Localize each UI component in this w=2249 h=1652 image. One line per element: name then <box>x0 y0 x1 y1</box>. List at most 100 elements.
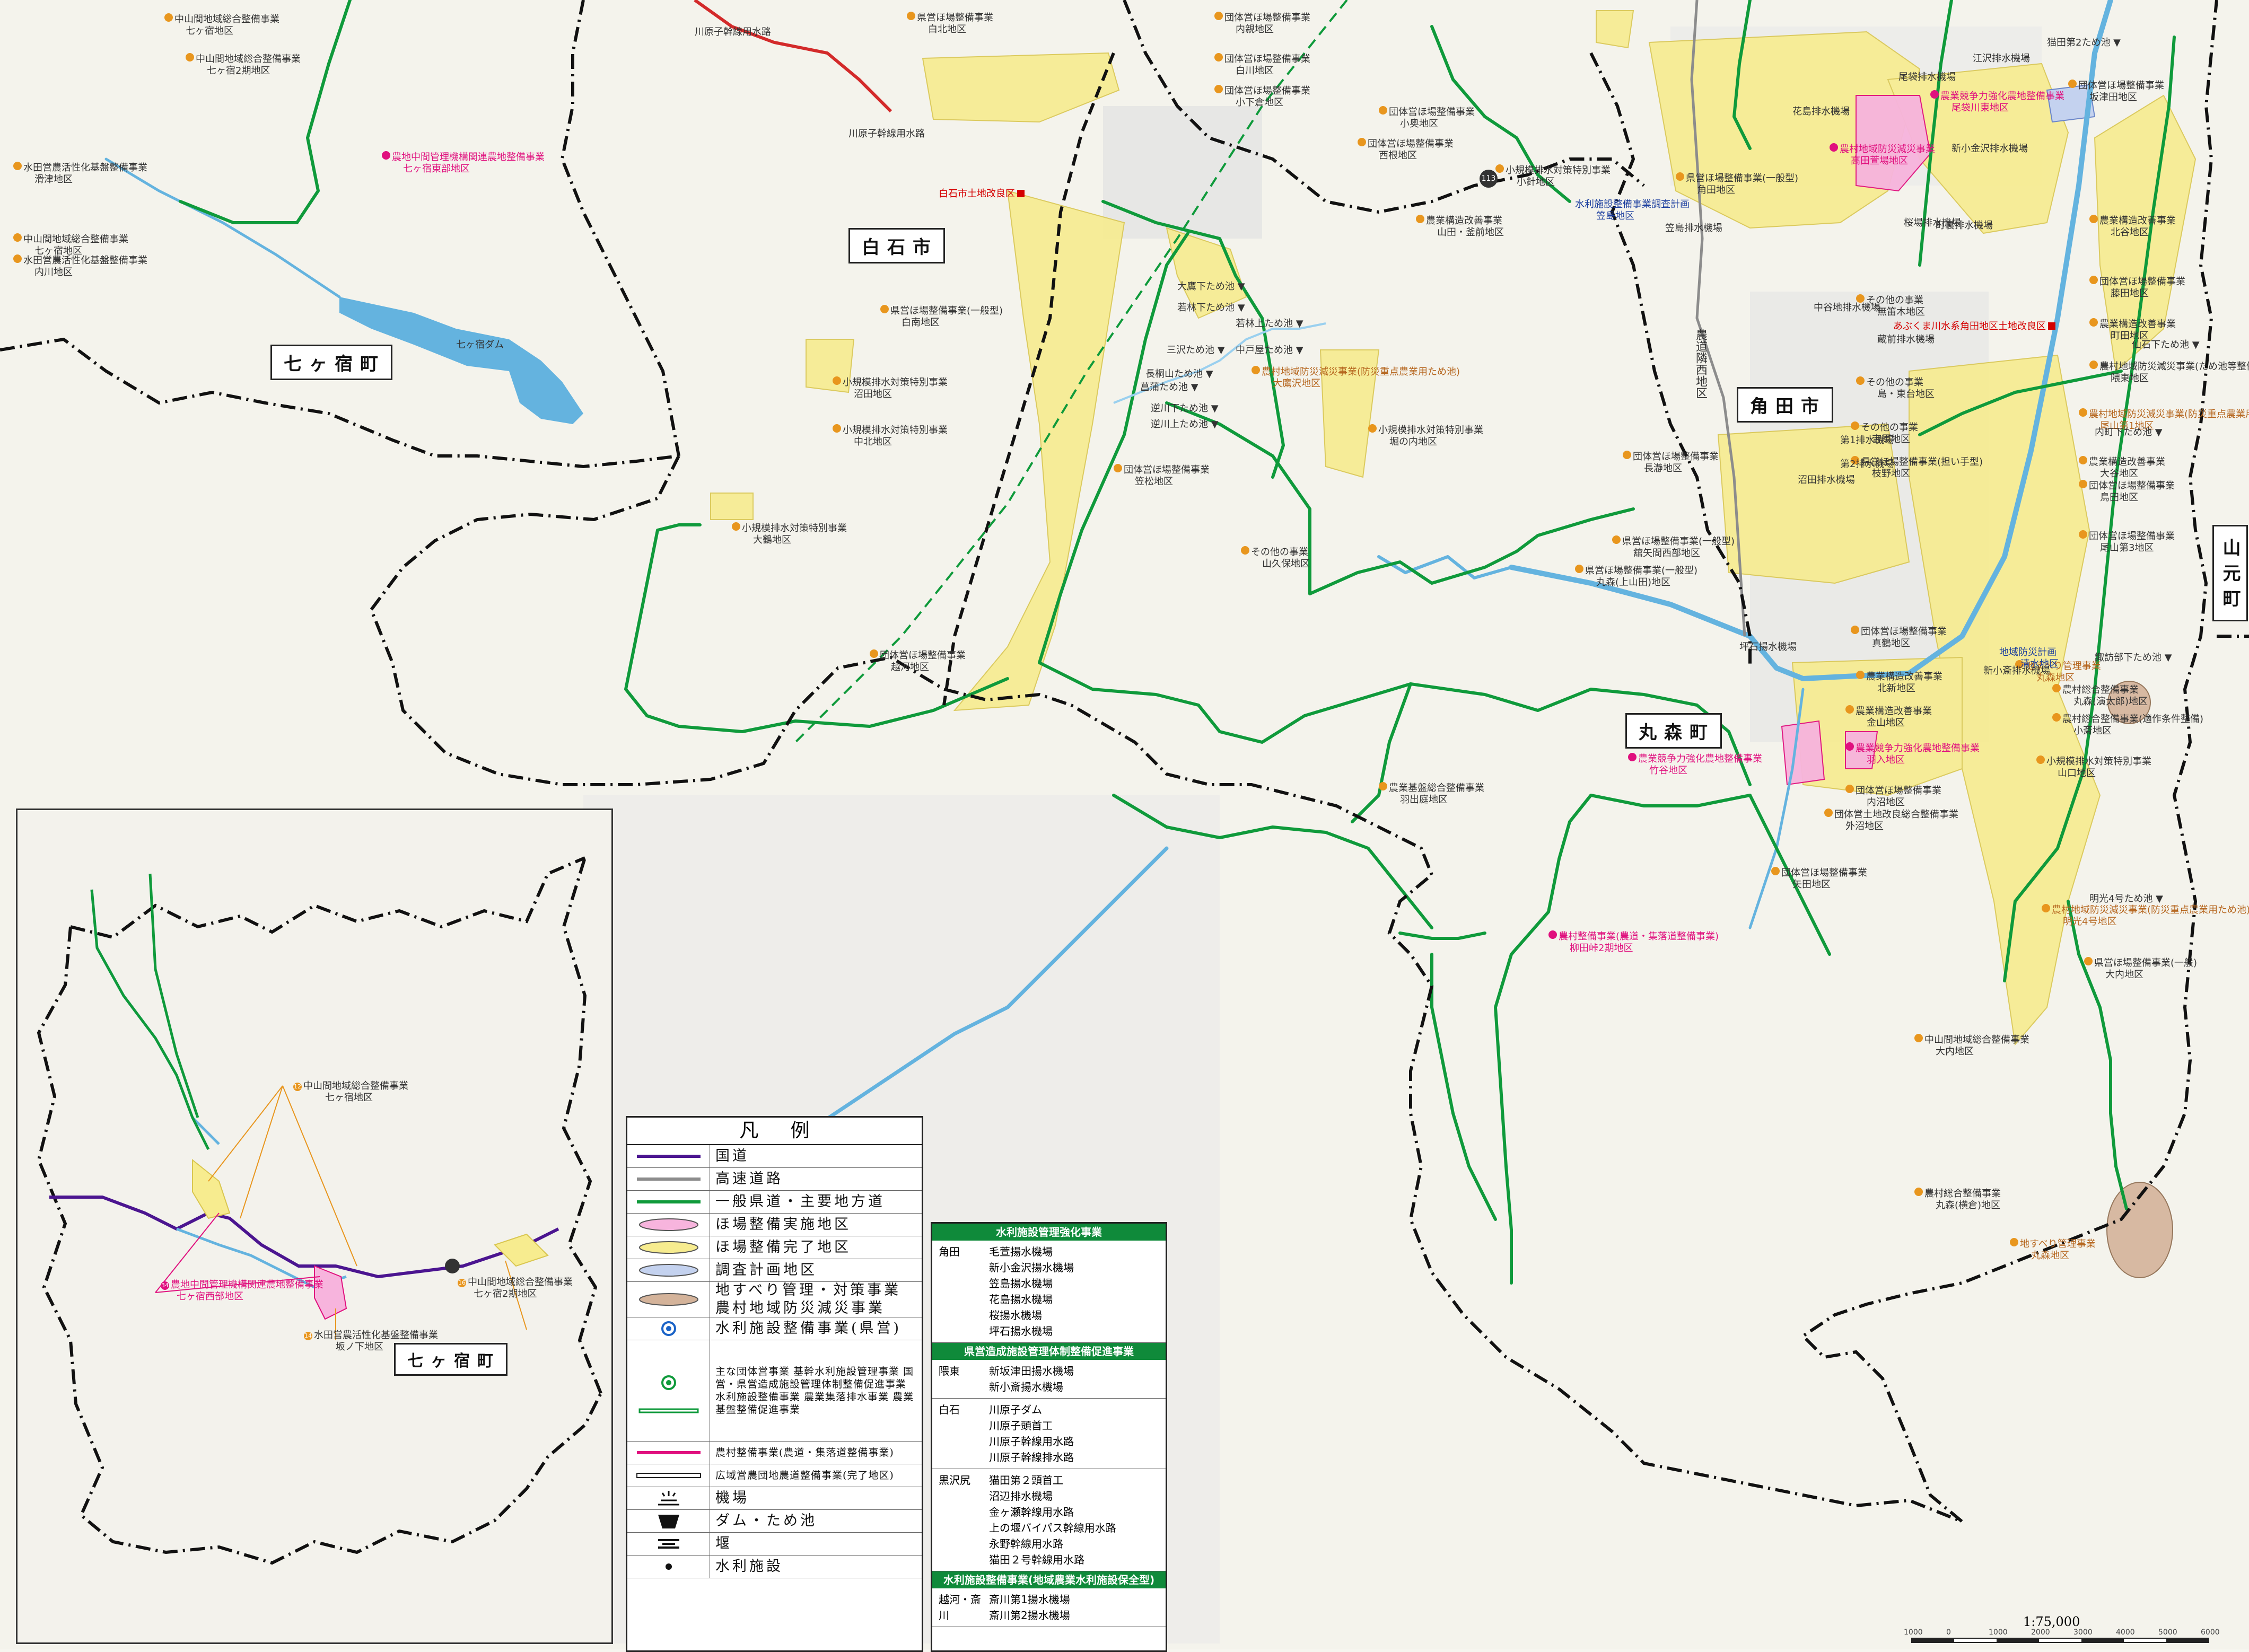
project-number-badge <box>2010 1238 2018 1246</box>
legend-label: 主な団体営事業 基幹水利施設管理事業 国営・県営造成施設管理体制整備促進事業 水… <box>715 1366 914 1416</box>
project-title: 農業基盤総合整備事業 <box>1389 783 1484 794</box>
project-label: 小規模排水対策特別事業沼田地区 <box>833 376 948 400</box>
facility-item: 坪石揚水機場 <box>989 1325 1053 1338</box>
pump-station-label: 坪石揚水機場 <box>1739 642 1797 653</box>
project-number-badge <box>1628 753 1637 761</box>
legend-symbol <box>627 1145 710 1167</box>
facility-item: 川原子頭首工 <box>989 1419 1053 1432</box>
legend-row: ほ場整備完了地区 <box>627 1236 922 1259</box>
facility-item: 笠島揚水機場 <box>989 1277 1053 1290</box>
scale-tick-label: 4000 <box>2116 1628 2135 1637</box>
project-number-badge <box>13 254 22 263</box>
project-number-badge <box>2052 713 2061 722</box>
project-area: 清水地区 <box>2020 658 2059 670</box>
project-title: 小規模排水対策特別事業 <box>742 523 847 534</box>
project-label: あぶくま川水系角田地区土地改良区 <box>1893 321 2055 332</box>
project-label: 団体営ほ場整備事業尾山第3地区 <box>2079 530 2175 554</box>
project-label: 農業競争力強化農地整備事業羽入地区 <box>1845 742 1980 766</box>
pump-station-label: 中谷地排水機場 <box>1814 302 1880 313</box>
project-label: 中山間地域総合整備事業七ヶ宿2期地区 <box>186 53 301 77</box>
facility-group: 越河・斎川斎川第1揚水機場斎川第2揚水機場 <box>932 1588 1166 1627</box>
project-title: 農業構造改善事業 <box>2099 319 2176 330</box>
project-title: 農業競争力強化農地整備事業 <box>1856 743 1980 754</box>
project-number-badge <box>1856 294 1865 303</box>
project-area: 大内地区 <box>1936 1046 1974 1057</box>
pump-station-label: 桜場排水機場 <box>1904 217 1961 229</box>
project-area: 丸森地区 <box>2031 1250 2069 1261</box>
project-area: 鳥田地区 <box>2100 492 2138 503</box>
railway <box>942 52 1115 706</box>
project-number-badge <box>2042 904 2050 912</box>
project-number-badge <box>2089 276 2098 284</box>
project-number-badge <box>1379 782 1387 790</box>
scale-tick-label: 3000 <box>2073 1628 2093 1637</box>
project-number-badge <box>833 424 841 433</box>
project-title: 団体営ほ場整備事業 <box>2078 80 2164 91</box>
project-title: 団体営ほ場整備事業 <box>2089 480 2175 491</box>
project-area: 丸森(演太郎)地区 <box>2073 696 2148 707</box>
legend-symbol <box>627 1487 710 1509</box>
project-title: 農村地域防災減災事業(防災重点農業用ため池) <box>1262 366 1460 377</box>
project-title: 団体営ほ場整備事業 <box>1781 867 1867 878</box>
project-area: 山口地区 <box>2058 768 2096 779</box>
legend-symbol <box>627 1442 710 1464</box>
legend-symbol <box>627 1168 710 1190</box>
project-title: 団体営ほ場整備事業 <box>2099 276 2185 287</box>
stream <box>1113 322 1326 404</box>
project-number-badge <box>732 522 740 531</box>
project-area: 白南地区 <box>902 317 940 328</box>
project-label: 団体営土地改良総合整備事業外沼地区 <box>1824 809 1958 832</box>
project-area: 柳田峠2期地区 <box>1570 943 1633 954</box>
pond-label: 若林上ため池 ▼ <box>1236 318 1303 329</box>
project-area: 滑津地区 <box>34 174 73 185</box>
facility-group: 黒沢尻猫田第２頭首工沼辺排水機場金ヶ瀬幹線用水路上の堰バイパス幹線用水路永野幹線… <box>932 1469 1166 1571</box>
project-area: 外沼地区 <box>1845 821 1884 832</box>
project-label: 地域防災計画清水地区 <box>1999 647 2059 670</box>
pond-label: 逆川下ため池 ▼ <box>1151 403 1219 414</box>
project-area: 沼田地区 <box>854 389 892 400</box>
legend-label: 水利施設整備事業(県営) <box>715 1320 902 1337</box>
green-dashed-line <box>794 0 1348 743</box>
project-label: 団体営ほ場整備事業真鶴地区 <box>1851 626 1947 649</box>
legend-row: 農村整備事業(農道・集落道整備事業) <box>627 1442 922 1464</box>
project-area: 堀の内地区 <box>1389 436 1437 447</box>
project-area: 島・東台地区 <box>1877 389 1935 400</box>
project-label: 県営ほ場整備事業(担い手型)枝野地区 <box>1851 456 1983 480</box>
project-label: 農村総合整備事業(適作条件整備)小斎地区 <box>2052 713 2203 737</box>
canal-label-1: 川原子幹線用水路 <box>695 27 771 38</box>
legend-label: 堰 <box>715 1535 732 1552</box>
project-label: 農村地域防災減災事業高田萱場地区 <box>1830 143 1935 167</box>
project-label: 中山間地域総合整備事業七ヶ宿地区 <box>164 13 279 37</box>
project-title: 県営ほ場整備事業(一般型) <box>1686 173 1799 184</box>
project-title: 地すべり管理事業 <box>2025 661 2101 672</box>
project-label: 県営ほ場整備事業(一般型)角田地区 <box>1676 172 1798 196</box>
project-area: 山久保地区 <box>1262 558 1310 569</box>
project-number-badge <box>2052 684 2061 692</box>
facility-item: 猫田第２頭首工 <box>989 1474 1063 1487</box>
facility-item: 花島揚水機場 <box>989 1293 1053 1306</box>
legend-symbol <box>627 1259 710 1281</box>
project-label: 県営ほ場整備事業(一般型)白南地区 <box>880 305 1003 329</box>
facility-section-header: 水利施設管理強化事業 <box>932 1224 1166 1241</box>
project-area: 明光4号地区 <box>2063 916 2117 927</box>
project-number-badge <box>1856 671 1865 679</box>
landslide-area-2 <box>2106 1182 2173 1278</box>
legend-row: 地すべり管理・対策事業 農村地域防災減災事業 <box>627 1282 922 1317</box>
project-number-badge <box>2015 660 2024 669</box>
project-title: 農業競争力強化農地整備事業 <box>1940 91 2064 102</box>
facility-section-header: 水利施設整備事業(地域農業水利施設保全型) <box>932 1571 1166 1588</box>
project-number-badge <box>907 12 915 20</box>
project-label: 団体営ほ場整備事業藤田地区 <box>2089 276 2185 300</box>
project-label: 団体営ほ場整備事業小下倉地区 <box>1214 85 1310 109</box>
project-label: 地すべり管理事業丸森地区 <box>2015 660 2101 684</box>
project-label: 団体営ほ場整備事業矢田地区 <box>1771 867 1867 891</box>
facility-item: 斎川第1揚水機場 <box>989 1593 1070 1606</box>
facility-item: 新小金沢揚水機場 <box>989 1261 1074 1274</box>
project-number-badge <box>870 649 878 658</box>
project-title: 農地中間管理機構関連農地整備事業 <box>392 152 545 163</box>
project-title: 団体営ほ場整備事業 <box>1224 54 1310 65</box>
legend-panel: 凡例 国道高速道路一般県道・主要地方道ほ場整備実施地区ほ場整備完了地区調査計画地… <box>626 1116 923 1652</box>
pond-label: 菖蒲ため池 ▼ <box>1140 382 1198 393</box>
project-number-badge <box>1548 930 1557 939</box>
